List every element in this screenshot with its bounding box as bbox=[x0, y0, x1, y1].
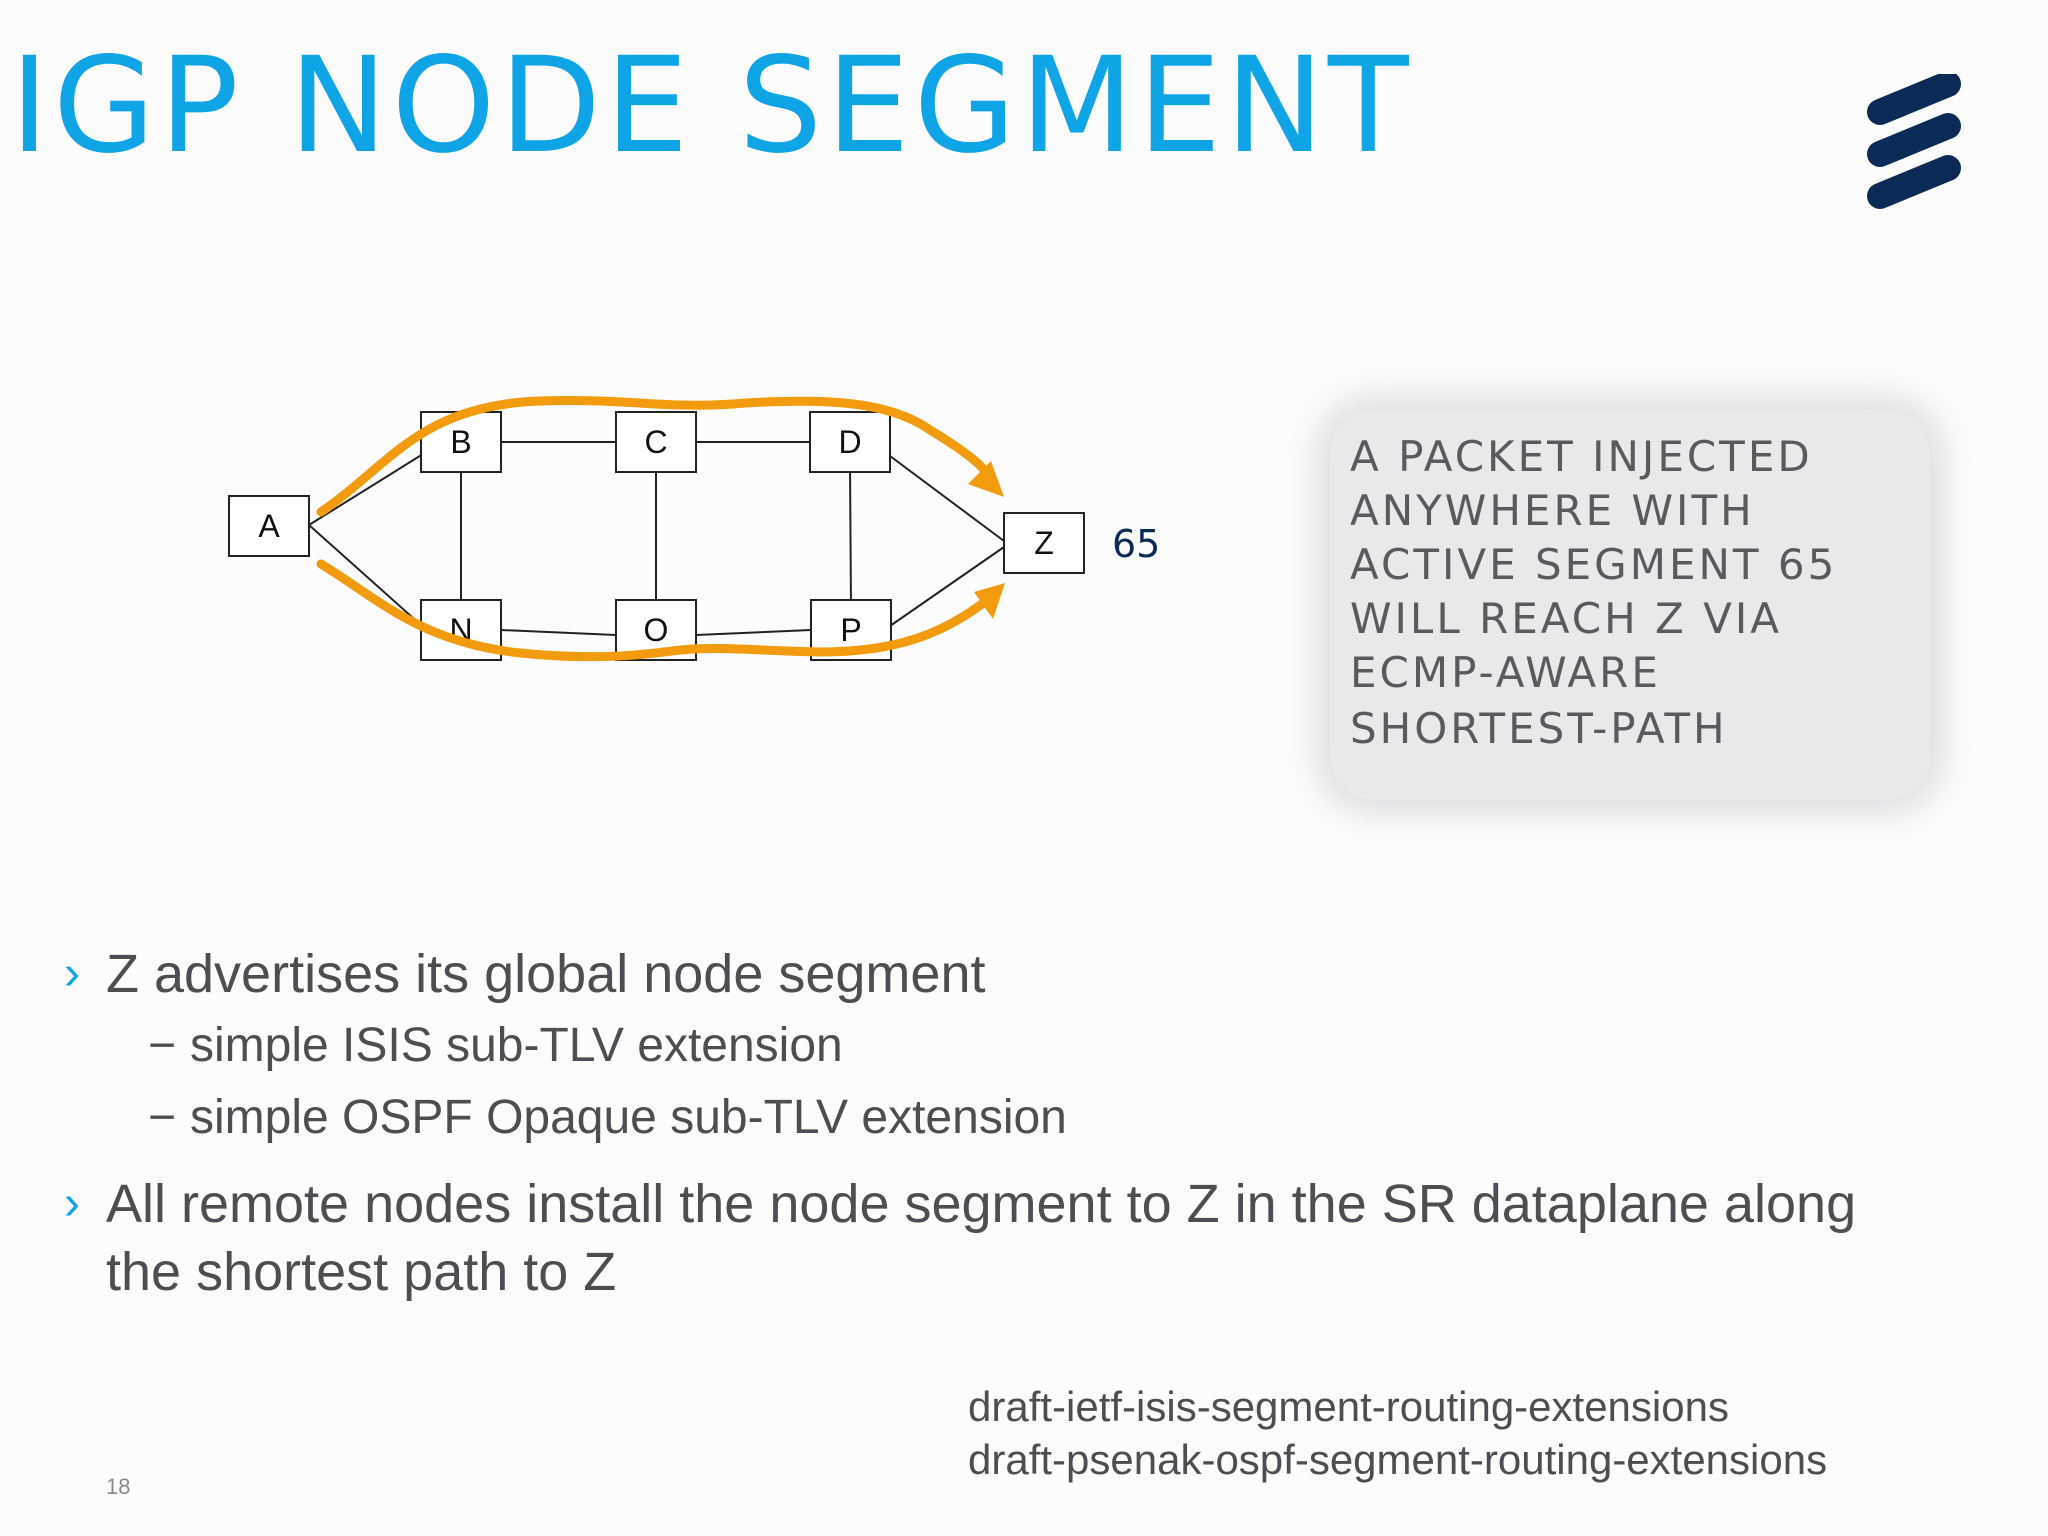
node-b: B bbox=[420, 411, 502, 473]
diagram-links bbox=[308, 441, 1005, 636]
node-z: Z bbox=[1003, 512, 1085, 574]
sub-bullet-dash: − bbox=[148, 1091, 177, 1144]
slide-title: IGP NODE SEGMENT bbox=[10, 29, 1413, 183]
references: draft-ietf-isis-segment-routing-extensio… bbox=[968, 1380, 1827, 1486]
reference-isis: draft-ietf-isis-segment-routing-extensio… bbox=[968, 1383, 1729, 1430]
svg-text:Z: Z bbox=[1034, 525, 1054, 561]
bullet-chevron-icon: › bbox=[64, 1177, 80, 1230]
callout-line: ACTIVE SEGMENT 65 bbox=[1350, 540, 1838, 589]
callout-line: ECMP-AWARE bbox=[1350, 648, 1661, 697]
lower-arrowhead-icon bbox=[974, 583, 1005, 619]
sub-bullet-text: simple OSPF Opaque sub-TLV extension bbox=[190, 1091, 1067, 1144]
ecmp-path-arrows bbox=[316, 396, 1005, 662]
callout-line: SHORTEST-PATH bbox=[1350, 704, 1728, 753]
svg-text:O: O bbox=[644, 612, 669, 648]
bullet-text: All remote nodes install the node segmen… bbox=[106, 1174, 1857, 1234]
ericsson-logo-icon bbox=[1867, 74, 1961, 209]
callout-line: ANYWHERE WITH bbox=[1350, 486, 1755, 535]
segment-label-65: 65 bbox=[1112, 522, 1160, 566]
bullet-text: Z advertises its global node segment bbox=[106, 944, 986, 1004]
node-c: C bbox=[615, 411, 697, 473]
callout-line: A PACKET INJECTED bbox=[1350, 432, 1813, 481]
node-a: A bbox=[228, 495, 310, 557]
svg-text:C: C bbox=[644, 424, 667, 460]
network-diagram: A B C D N O P bbox=[228, 396, 1160, 662]
callout-line: WILL REACH Z VIA bbox=[1350, 594, 1783, 643]
svg-text:D: D bbox=[838, 424, 861, 460]
sub-bullet-text: simple ISIS sub-TLV extension bbox=[190, 1019, 843, 1072]
svg-text:P: P bbox=[840, 612, 861, 648]
upper-path-arrow bbox=[316, 396, 991, 517]
callout-box: A PACKET INJECTED ANYWHERE WITH ACTIVE S… bbox=[1330, 410, 1930, 800]
lower-path-arrow bbox=[316, 559, 991, 662]
bullet-chevron-icon: › bbox=[64, 947, 80, 1000]
bullet-text: the shortest path to Z bbox=[106, 1242, 617, 1302]
sub-bullet-dash: − bbox=[148, 1019, 177, 1072]
reference-ospf: draft-psenak-ospf-segment-routing-extens… bbox=[968, 1436, 1828, 1483]
page-number: 18 bbox=[106, 1474, 131, 1499]
upper-arrowhead-icon bbox=[968, 461, 1004, 497]
svg-text:B: B bbox=[450, 424, 471, 460]
node-d: D bbox=[809, 411, 891, 473]
svg-text:A: A bbox=[258, 508, 280, 544]
